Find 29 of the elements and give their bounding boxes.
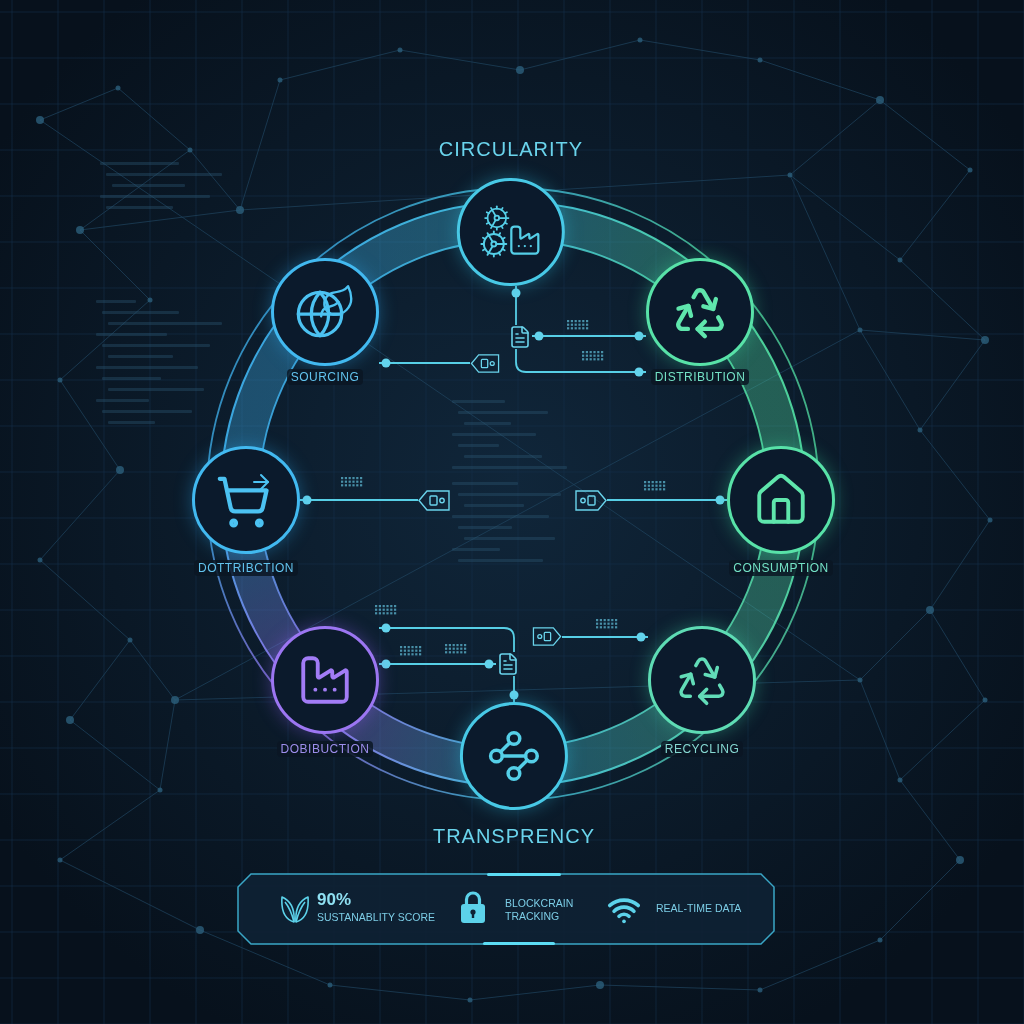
document-icon (508, 325, 532, 349)
ring-heading: TRANSPRENCY (432, 824, 596, 848)
connector-line (531, 331, 647, 341)
connector-line (378, 623, 515, 653)
stats-panel (237, 873, 775, 945)
connector-line (378, 358, 471, 368)
stat-value: 90% (317, 890, 352, 910)
connector-line (299, 495, 419, 505)
document-icon (496, 652, 520, 676)
stage-label: DISTRIBUTION (650, 369, 750, 385)
tag-icon (418, 490, 450, 511)
stage-label: SOURCING (286, 369, 364, 385)
connector-line (509, 675, 519, 703)
ring-heading: CIRCULARITY (438, 137, 584, 161)
tag-icon (575, 490, 607, 511)
tag-icon (532, 627, 562, 646)
stage-label: DOBIBUCTION (276, 741, 374, 757)
stage-label: RECYCLING (660, 741, 744, 757)
connector-line (561, 632, 649, 642)
connector-line (378, 659, 497, 669)
stage-label: DOTTRIBCTION (194, 560, 298, 576)
stat-label: SUSTANABLITY SCORE (317, 911, 436, 924)
stat-label: BLOCKCRAIN TRACKING (505, 897, 575, 923)
stat-label: REAL-TIME DATA (656, 902, 742, 915)
connector-line (606, 495, 728, 505)
connector-line (515, 348, 647, 377)
tag-icon (470, 354, 500, 373)
stage-label: CONSUMPTION (729, 560, 833, 576)
connector-line (511, 285, 521, 326)
